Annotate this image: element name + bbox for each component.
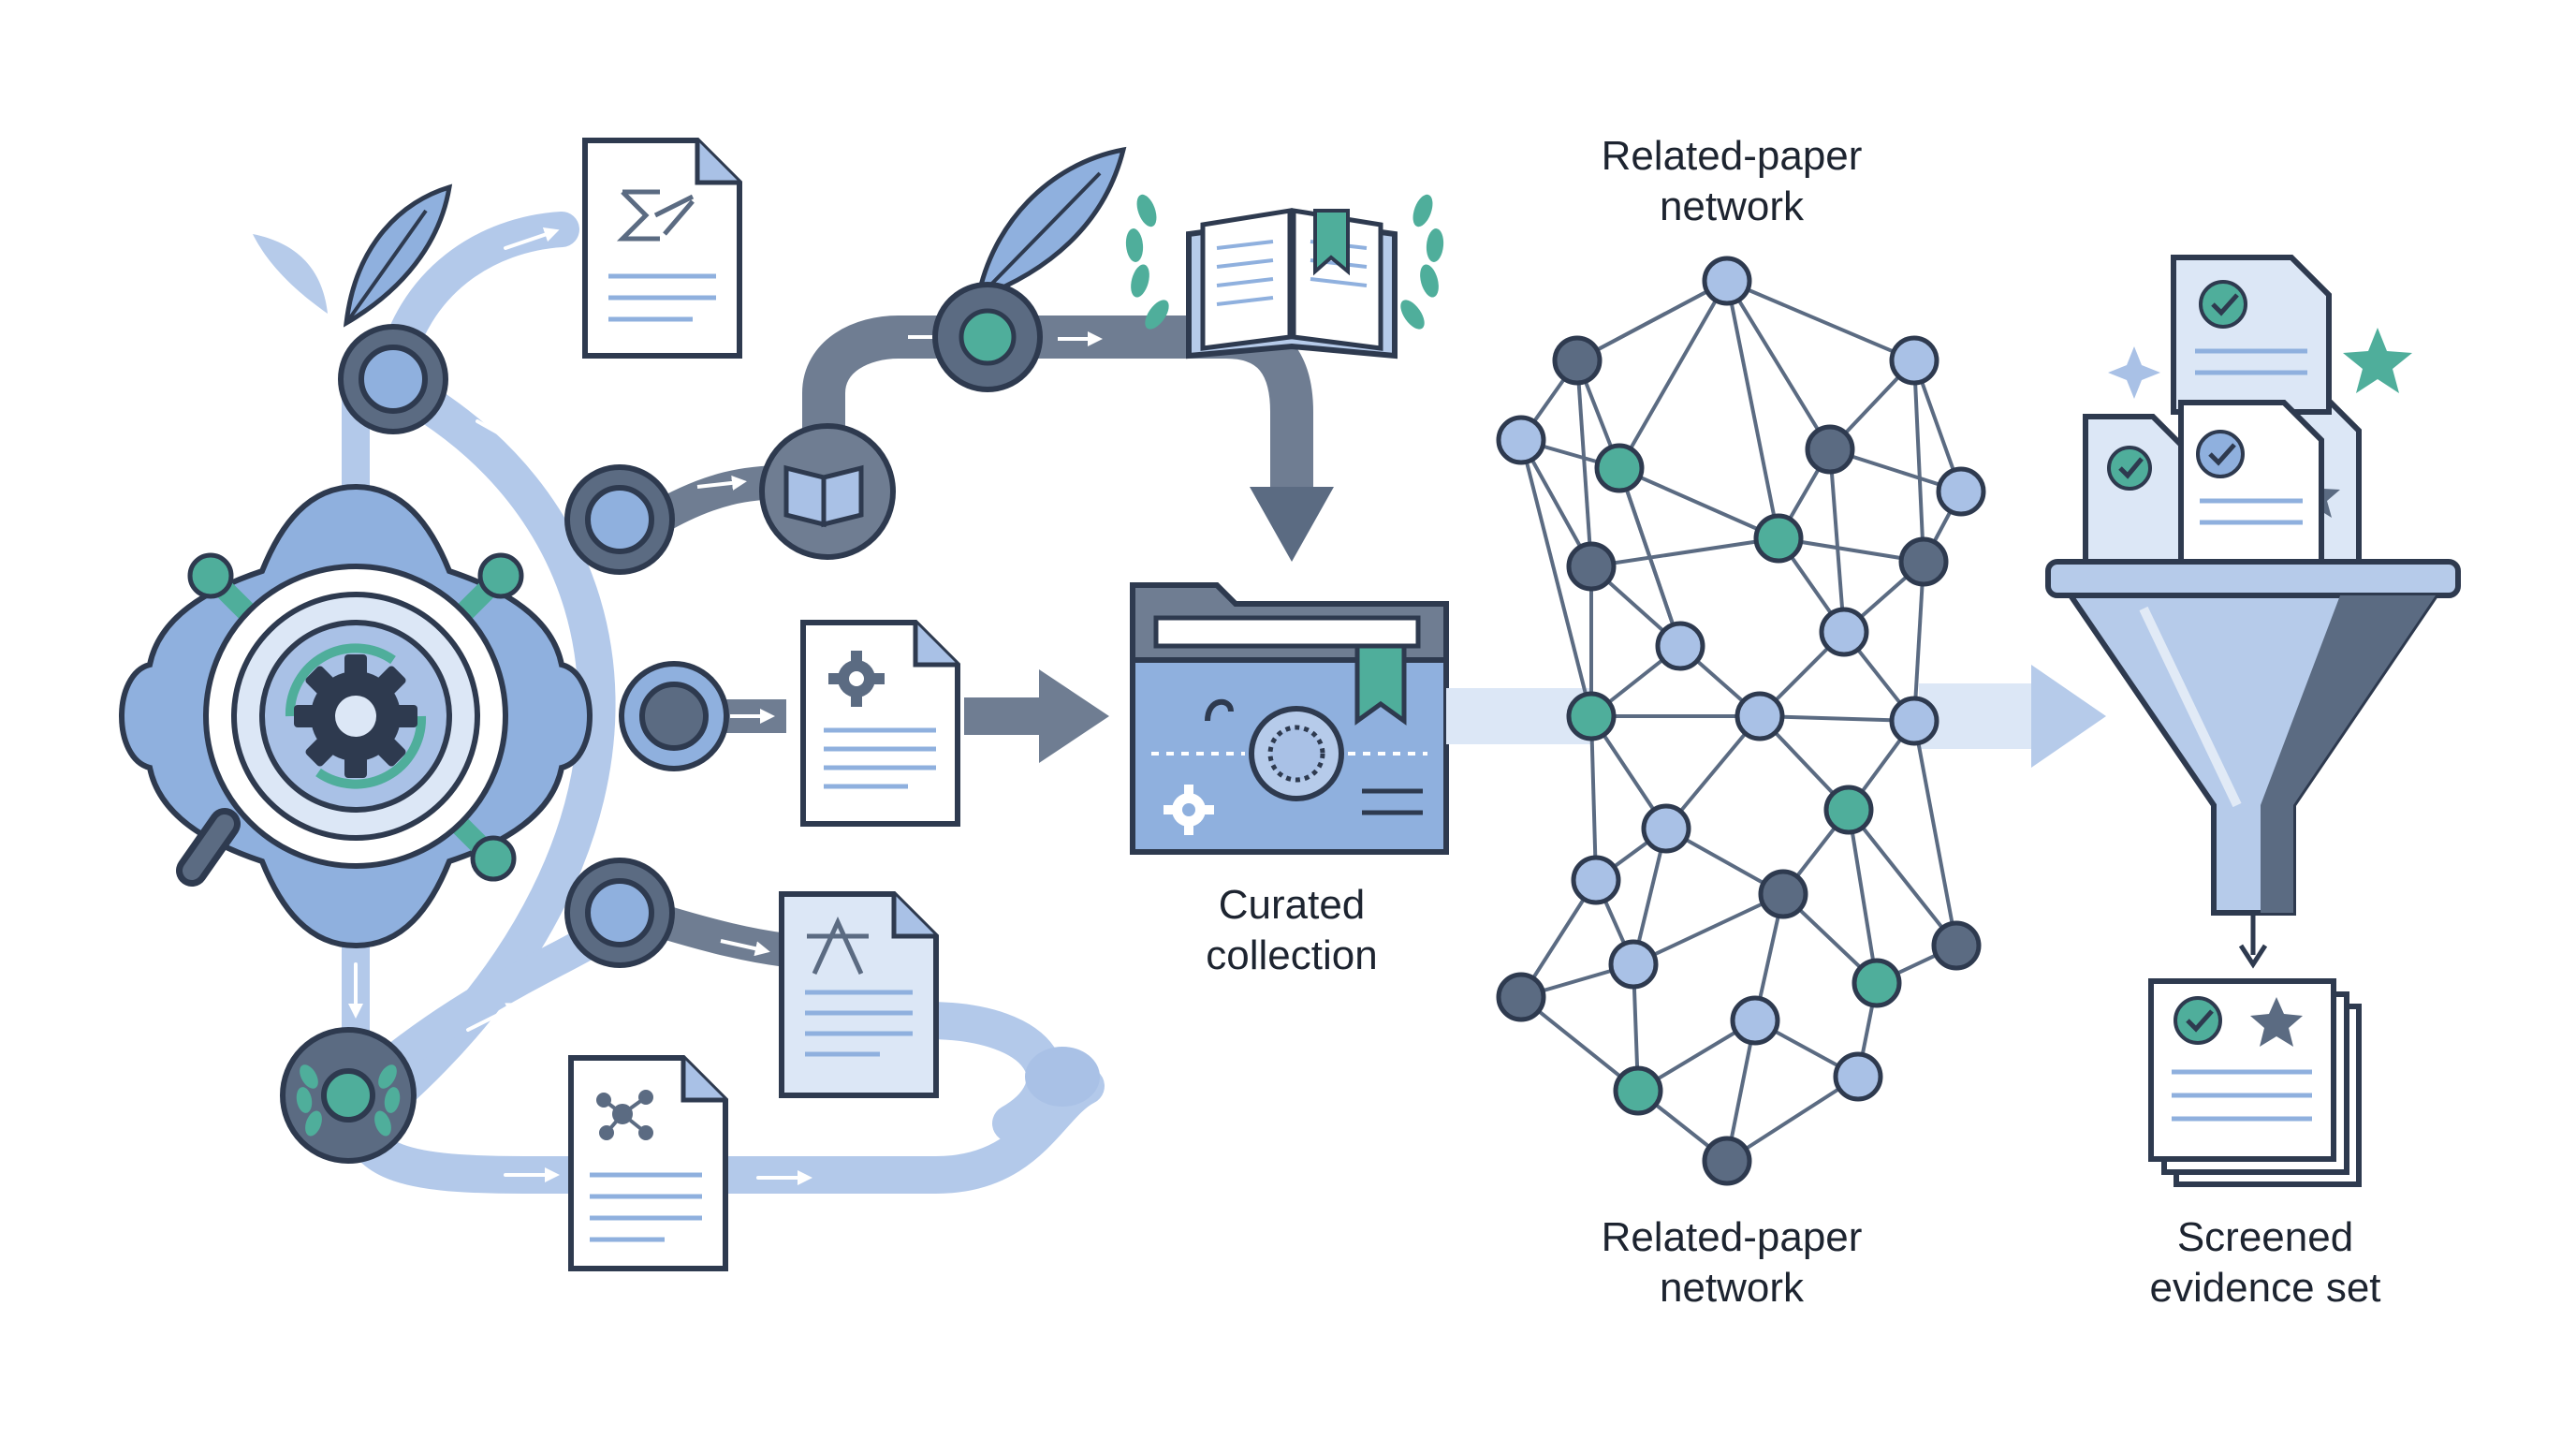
network-node bbox=[1702, 256, 1752, 306]
feather-icon bbox=[974, 146, 1127, 301]
network-node bbox=[1571, 855, 1621, 905]
right-arrow-to-folder bbox=[964, 669, 1109, 763]
screened-document-stack bbox=[2148, 978, 2362, 1187]
network-node bbox=[1936, 466, 1986, 517]
network-node bbox=[1823, 785, 1874, 835]
document-icon bbox=[2178, 400, 2324, 565]
network-node bbox=[1898, 536, 1949, 587]
document-icon bbox=[568, 1055, 728, 1271]
network-node bbox=[1734, 691, 1785, 741]
checkmark-icon bbox=[2174, 996, 2222, 1045]
network-label-bottom: Related-paper network bbox=[1516, 1212, 1947, 1313]
network-edge bbox=[1847, 808, 1958, 947]
open-book-icon bbox=[1186, 208, 1398, 360]
folder-icon bbox=[1130, 582, 1449, 855]
label-line: evidence set bbox=[2149, 1265, 2381, 1311]
network-edge bbox=[1726, 279, 1915, 362]
network-edge bbox=[1828, 448, 1846, 633]
bookmark-icon bbox=[1313, 209, 1350, 276]
label-line: Screened bbox=[2176, 1214, 2354, 1260]
document-icon bbox=[2083, 414, 2184, 565]
label-line: Curated bbox=[1218, 882, 1366, 928]
document-icon bbox=[2171, 255, 2332, 415]
network-node bbox=[1833, 1051, 1883, 1102]
document-icon bbox=[779, 891, 939, 1098]
network-node bbox=[1613, 1065, 1663, 1116]
network-icon bbox=[596, 1090, 653, 1140]
checkmark-icon bbox=[2107, 446, 2152, 491]
sparkle-icon bbox=[2108, 346, 2160, 399]
curated-collection-label: Curated collection bbox=[1105, 880, 1479, 981]
network-node bbox=[1552, 335, 1603, 386]
label-line: network bbox=[1659, 1265, 1805, 1311]
network-node bbox=[1702, 1136, 1752, 1186]
arrow-down-small bbox=[2238, 913, 2268, 969]
network-node bbox=[1819, 607, 1869, 657]
network-edge bbox=[1847, 809, 1879, 984]
blob-shape bbox=[1025, 1047, 1100, 1107]
network-node bbox=[1608, 939, 1659, 990]
network-node bbox=[1805, 424, 1855, 475]
network-node bbox=[1641, 803, 1691, 854]
network-node bbox=[1566, 691, 1617, 741]
network-edge bbox=[1632, 892, 1784, 966]
network-edge bbox=[1519, 439, 1593, 717]
checkmark-icon bbox=[2196, 430, 2245, 478]
network-edge bbox=[1576, 279, 1728, 362]
star-icon bbox=[2250, 997, 2303, 1047]
network-node bbox=[1852, 958, 1902, 1008]
network-node bbox=[1566, 541, 1617, 592]
network-node bbox=[1889, 696, 1939, 746]
network-edge bbox=[1575, 360, 1593, 567]
network-node bbox=[1496, 415, 1546, 465]
screened-evidence-label: Screened evidence set bbox=[2059, 1212, 2471, 1313]
network-edge bbox=[1725, 280, 1780, 539]
label-line: network bbox=[1659, 183, 1805, 229]
network-edge bbox=[1519, 995, 1640, 1093]
network-edge bbox=[1618, 466, 1779, 540]
gear-icon bbox=[828, 651, 885, 707]
laurel-icon bbox=[1125, 194, 1444, 330]
network-node bbox=[1931, 920, 1982, 971]
label-line: collection bbox=[1206, 932, 1378, 978]
network-flow-bands bbox=[1446, 665, 2106, 768]
network-node bbox=[1594, 443, 1645, 493]
down-arrow bbox=[1250, 487, 1334, 562]
network-edge bbox=[1912, 720, 1958, 946]
network-node bbox=[1758, 869, 1808, 919]
network-graph bbox=[1496, 256, 1986, 1186]
star-icon bbox=[2343, 328, 2412, 393]
network-label-top: Related-paper network bbox=[1516, 131, 1947, 232]
network-node bbox=[1655, 621, 1705, 671]
network-node bbox=[1730, 995, 1780, 1046]
network-edge bbox=[1725, 279, 1832, 451]
laurel-icon bbox=[296, 1064, 401, 1137]
network-node bbox=[1753, 513, 1804, 564]
checkmark-icon bbox=[2199, 280, 2247, 329]
gear-icon bbox=[1164, 785, 1214, 835]
network-node bbox=[1889, 335, 1939, 386]
network-edge bbox=[1617, 280, 1729, 469]
label-line: Related-paper bbox=[1601, 1214, 1863, 1260]
open-book-icon bbox=[783, 464, 864, 528]
network-edge bbox=[1590, 536, 1779, 568]
network-edge bbox=[1759, 714, 1915, 723]
magnifier-icon bbox=[176, 808, 241, 887]
funnel-icon bbox=[2045, 559, 2461, 916]
document-icon bbox=[582, 138, 742, 359]
feather-icon bbox=[253, 183, 453, 328]
network-edge bbox=[1912, 360, 1925, 563]
network-edge bbox=[1617, 467, 1682, 647]
document-icon bbox=[800, 620, 960, 827]
label-line: Related-paper bbox=[1601, 133, 1863, 179]
flow-nodes bbox=[280, 324, 896, 1164]
network-edge bbox=[1589, 715, 1598, 881]
network-edge bbox=[1912, 561, 1925, 722]
network-node bbox=[1496, 972, 1546, 1022]
network-edge bbox=[1725, 1075, 1860, 1163]
